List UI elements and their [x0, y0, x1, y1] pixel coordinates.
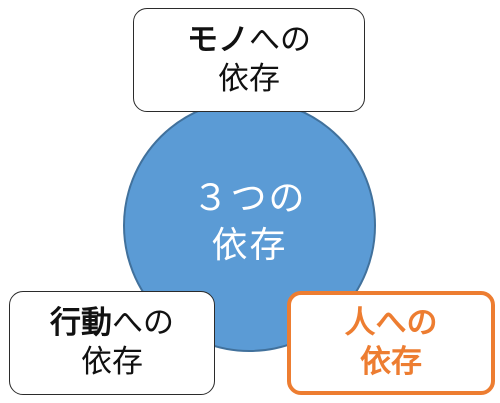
- box-dependency-on-behavior: 行動への 依存: [9, 291, 215, 395]
- box-bl-line1: 行動への: [50, 304, 174, 343]
- box-top-line1: モノへの: [187, 21, 311, 60]
- box-top-suffix: への: [249, 22, 311, 59]
- center-title-line1: ３つの: [192, 177, 307, 219]
- box-dependency-on-things: モノへの 依存: [133, 8, 365, 112]
- box-dependency-on-people: 人への 依存: [287, 291, 495, 395]
- box-top-line2: 依存: [218, 61, 280, 97]
- box-top-keyword: モノ: [187, 22, 249, 59]
- center-title-line2: 依存: [211, 224, 288, 266]
- box-br-line1: 人への: [344, 305, 438, 342]
- box-bl-keyword: 行動: [50, 305, 112, 342]
- box-bl-line2: 依存: [81, 344, 143, 380]
- box-bl-suffix: への: [112, 305, 174, 342]
- box-br-line2: 依存: [360, 344, 422, 380]
